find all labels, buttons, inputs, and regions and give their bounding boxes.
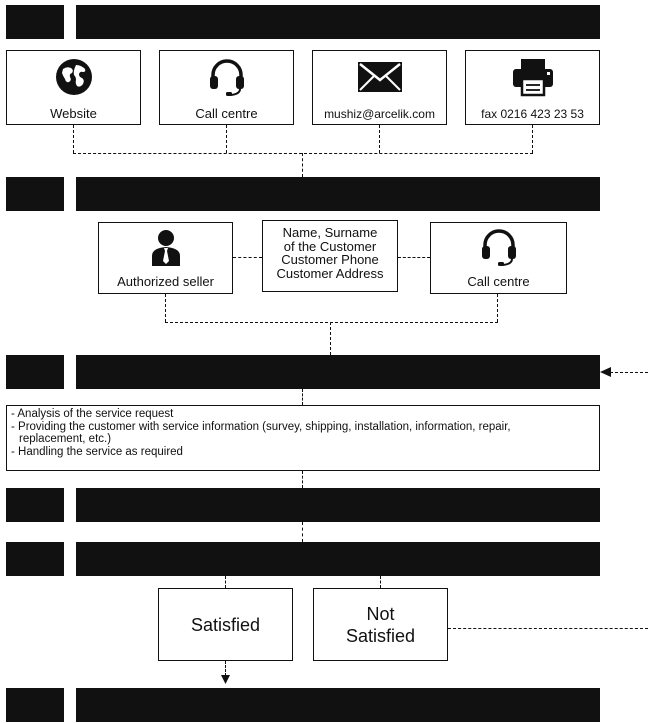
- step-5-title-bar: [76, 542, 600, 576]
- step-1-number-bar: [6, 5, 64, 39]
- step-3-number-bar: [6, 355, 64, 389]
- connector: [398, 257, 430, 258]
- outcome-not-satisfied-label: Satisfied: [345, 625, 416, 646]
- connector: [73, 153, 533, 154]
- connector: [330, 322, 331, 355]
- channel-fax: fax 0216 423 23 53: [465, 50, 600, 125]
- intake-call-centre-label: Call centre: [467, 274, 530, 289]
- channel-call-centre-label: Call centre: [195, 106, 258, 121]
- outcome-not-satisfied-label: Not: [366, 603, 395, 624]
- step-2-title-bar: [76, 177, 600, 211]
- customer-details-line: Customer Address: [276, 265, 384, 281]
- intake-call-centre: Call centre: [430, 222, 567, 294]
- step-6-title-bar: [76, 688, 600, 722]
- globe-icon: [54, 57, 94, 97]
- step-5-number-bar: [6, 542, 64, 576]
- connector: [225, 576, 226, 588]
- arrow-left-icon: [600, 367, 611, 377]
- connector: [225, 661, 226, 676]
- connector: [73, 125, 74, 153]
- connector: [380, 576, 381, 588]
- step-4-number-bar: [6, 488, 64, 522]
- intake-authorized-seller: Authorized seller: [98, 222, 233, 294]
- person-tie-icon: [151, 229, 181, 267]
- service-step: - Analysis of the service request: [11, 408, 174, 420]
- connector: [379, 125, 380, 153]
- step-6-number-bar: [6, 688, 64, 722]
- connector: [233, 257, 262, 258]
- connector: [302, 522, 303, 542]
- headset-icon: [207, 57, 247, 97]
- arrow-down-icon: [221, 675, 230, 684]
- step-3-title-bar: [76, 355, 600, 389]
- step-4-title-bar: [76, 488, 600, 522]
- channel-email-label: mushiz@arcelik.com: [324, 107, 435, 121]
- channel-email: mushiz@arcelik.com: [312, 50, 447, 125]
- service-step: - Providing the customer with service in…: [11, 420, 511, 433]
- outcome-not-satisfied: Not Satisfied: [313, 588, 448, 661]
- step-2-number-bar: [6, 177, 64, 211]
- channel-website: Website: [6, 50, 141, 125]
- intake-authorized-seller-label: Authorized seller: [117, 274, 214, 289]
- envelope-icon: [357, 59, 403, 95]
- service-step: replacement, etc.): [19, 433, 112, 445]
- connector: [532, 125, 533, 153]
- connector: [165, 322, 498, 323]
- connector: [497, 294, 498, 322]
- connector: [302, 153, 303, 177]
- service-step: - Handling the service as required: [11, 445, 183, 458]
- service-steps-box: - Analysis of the service request - Prov…: [6, 405, 600, 471]
- feedback-loop-connector: [610, 372, 648, 373]
- connector: [226, 125, 227, 153]
- customer-details-line: of the Customer: [283, 238, 377, 254]
- outcome-satisfied-label: Satisfied: [190, 614, 261, 635]
- customer-details-box: Name, Surname of the Customer Customer P…: [262, 220, 398, 292]
- fax-printer-icon: [510, 57, 556, 97]
- connector: [302, 471, 303, 488]
- connector: [165, 294, 166, 322]
- customer-details-line: Customer Phone: [281, 252, 379, 267]
- connector: [302, 389, 303, 405]
- channel-fax-label: fax 0216 423 23 53: [481, 107, 584, 121]
- customer-details-line: Name, Surname: [282, 225, 378, 240]
- step-1-title-bar: [76, 5, 600, 39]
- channel-call-centre: Call centre: [159, 50, 294, 125]
- headset-icon: [479, 227, 519, 267]
- outcome-satisfied: Satisfied: [158, 588, 293, 661]
- channel-website-label: Website: [50, 106, 97, 121]
- feedback-loop-connector: [448, 628, 648, 629]
